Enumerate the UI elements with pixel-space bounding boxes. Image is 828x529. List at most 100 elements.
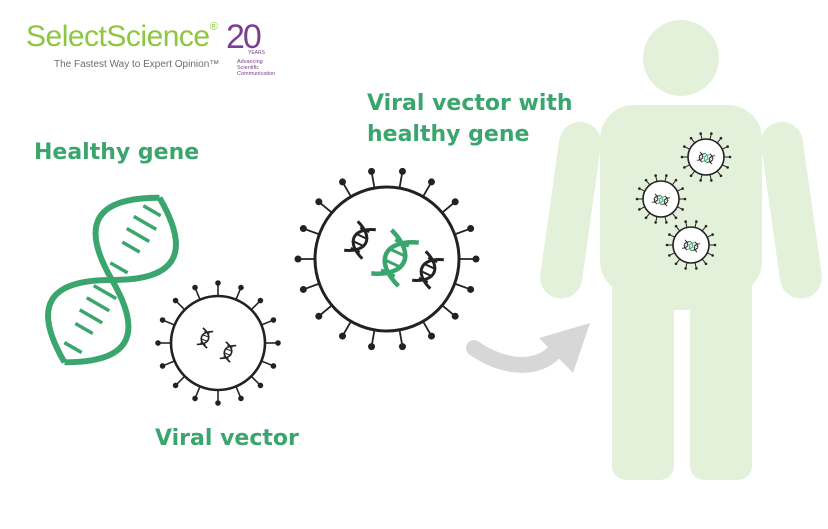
virus-spike-knob xyxy=(315,198,323,206)
virus-spike-knob xyxy=(681,208,684,211)
body-virus-1 xyxy=(680,132,732,182)
virus-spike-knob xyxy=(683,166,686,169)
virus-spike-knob xyxy=(684,267,687,270)
viral-vector-label: Viral vector xyxy=(155,426,299,451)
body-virus-2 xyxy=(635,174,687,224)
virus-spike-knob xyxy=(719,136,723,140)
virus-spike-knob xyxy=(668,233,671,236)
virus-spike-knob xyxy=(192,395,198,402)
virus-spike-knob xyxy=(635,197,639,201)
virus-spike-knob xyxy=(299,285,307,293)
anniversary-line: Advancing xyxy=(237,59,263,65)
virus-spike-knob xyxy=(665,221,668,224)
virus-spike-knob xyxy=(719,174,723,178)
virus-spike-knob xyxy=(215,280,221,286)
virus-spike-knob xyxy=(644,216,648,220)
virus-spike-knob xyxy=(683,145,686,148)
virus-spike-knob xyxy=(683,197,687,201)
logo-brand-part1: Select xyxy=(26,20,107,53)
curved-arrow-icon xyxy=(466,323,590,373)
anniversary-unit: YEARS xyxy=(248,50,265,56)
virus-spike-knob xyxy=(711,233,714,236)
virus-spike-knob xyxy=(665,243,669,247)
virus-spike-knob xyxy=(704,262,708,266)
virus-spike-knob xyxy=(638,208,641,211)
viral-vector-large xyxy=(294,167,480,351)
virus-spike-knob xyxy=(451,198,459,206)
virus-spike-knob xyxy=(368,343,376,351)
virus-spike-knob xyxy=(467,285,475,293)
anniversary-line: Communication xyxy=(237,71,276,77)
virus-spike-knob xyxy=(699,179,702,182)
virus-spike-knob xyxy=(339,332,346,340)
virus-spike-knob xyxy=(689,136,693,140)
virus-spike-knob xyxy=(699,132,702,135)
virus-spike-knob xyxy=(238,395,244,402)
virus-spike-knob xyxy=(270,363,277,369)
virus-spike-knob xyxy=(684,220,687,223)
virus-spike-knob xyxy=(172,382,179,389)
virus-spike-knob xyxy=(668,254,671,257)
virus-spike-knob xyxy=(192,284,198,291)
virus-spike-knob xyxy=(728,155,732,159)
virus-spike-knob xyxy=(665,174,668,177)
viral-vector-with-gene-label-line1: Viral vector with xyxy=(367,91,573,116)
virus-spike-knob xyxy=(704,224,708,228)
virus-spike-knob xyxy=(710,179,713,182)
virus-spike-knob xyxy=(689,174,693,178)
virus-spike-knob xyxy=(711,254,714,257)
virus-spike-knob xyxy=(674,262,678,266)
anniversary-number: 20 xyxy=(226,18,262,56)
virus-spike-knob xyxy=(155,340,161,346)
virus-spike-knob xyxy=(159,317,166,323)
virus-spike-knob xyxy=(315,312,323,320)
virus-spike-knob xyxy=(467,225,475,233)
virus-spike-knob xyxy=(695,220,698,223)
anniversary-line: Scientific xyxy=(237,65,260,71)
virus-spike-knob xyxy=(674,224,678,228)
virus-spike-knob xyxy=(172,297,179,304)
virus-spike-knob xyxy=(299,225,307,233)
virus-spike-knob xyxy=(428,178,435,186)
virus-spike-knob xyxy=(674,216,678,220)
virus-spike-knob xyxy=(451,312,459,320)
virus-spike-knob xyxy=(674,178,678,182)
virus-spike-knob xyxy=(681,187,684,190)
virus-spike-knob xyxy=(339,178,346,186)
virus-spike-knob xyxy=(654,174,657,177)
virus-spike-knob xyxy=(644,178,648,182)
virus-spike-knob xyxy=(398,167,406,175)
virus-spike-knob xyxy=(638,187,641,190)
logo-registered-mark: ® xyxy=(209,21,218,33)
logo-tagline: The Fastest Way to Expert Opinion™ xyxy=(54,59,220,70)
selectscience-logo: SelectScience® xyxy=(26,20,218,53)
logo-brand-part2: Science xyxy=(106,20,210,53)
virus-spike-knob xyxy=(680,155,684,159)
healthy-gene-label: Healthy gene xyxy=(34,140,200,165)
virus-spike-knob xyxy=(726,145,729,148)
virus-spike-knob xyxy=(695,267,698,270)
body-virus-3 xyxy=(665,220,717,270)
viral-vector-with-gene-label-line2: healthy gene xyxy=(367,122,530,147)
virus-spike-knob xyxy=(428,332,435,340)
virus-spike-knob xyxy=(294,255,302,263)
healthy-gene-dna-icon xyxy=(45,194,179,366)
virus-spike-knob xyxy=(159,363,166,369)
virus-spike-knob xyxy=(713,243,717,247)
virus-spike-knob xyxy=(270,317,277,323)
virus-spike-knob xyxy=(710,132,713,135)
virus-spike-knob xyxy=(238,284,244,291)
virus-spike-knob xyxy=(472,255,480,263)
viral-vector-small xyxy=(155,280,281,406)
virus-capsid xyxy=(169,294,267,392)
anniversary-caption: Advancing Scientific Communication xyxy=(237,59,275,77)
virus-spike-knob xyxy=(654,221,657,224)
virus-spike-knob xyxy=(257,382,264,389)
virus-spike-knob xyxy=(257,297,264,304)
virus-spike-knob xyxy=(368,167,376,175)
virus-spike-knob xyxy=(215,400,221,406)
virus-spike-knob xyxy=(726,166,729,169)
virus-spike-knob xyxy=(398,343,406,351)
virus-spike-knob xyxy=(275,340,281,346)
